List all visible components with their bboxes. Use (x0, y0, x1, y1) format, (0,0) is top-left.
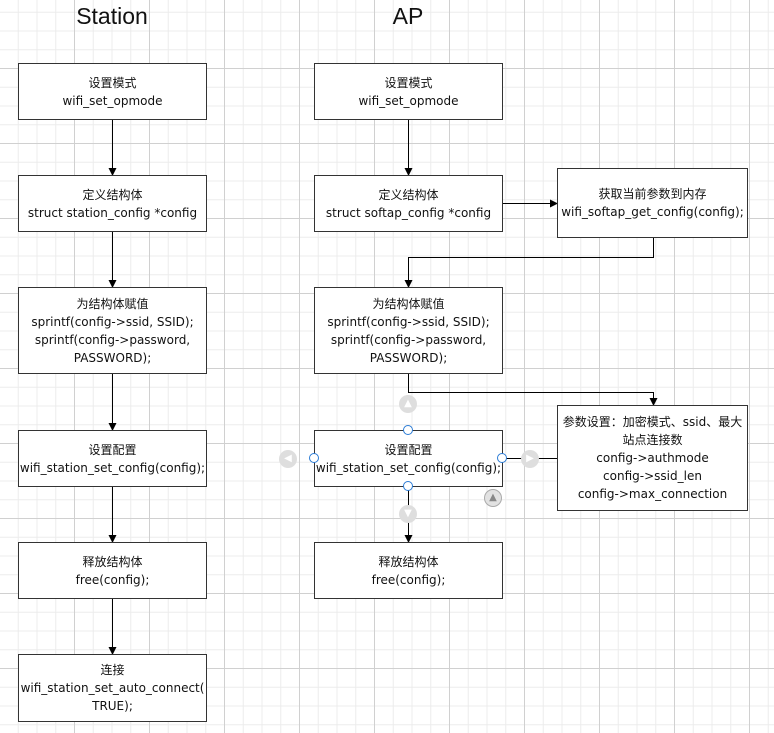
ap-column-title: AP (392, 3, 424, 29)
ap-set-config-line-2: wifi_station_set_config(config); (315, 460, 502, 475)
connection-handle-bottom[interactable] (403, 481, 413, 491)
ap-param-settings-box[interactable]: 参数设置：加密模式、ssid、最大 站点连接数 config->authmode… (557, 405, 748, 511)
station-define-struct-line-2: struct station_config *config (27, 205, 198, 220)
arrow-up-icon[interactable]: ▲ (399, 395, 417, 413)
ap-assign-struct-line-3: sprintf(config->password, (330, 332, 487, 347)
station-set-config-line-1: 设置配置 (88, 442, 137, 457)
station-connect-line-1: 连接 (100, 663, 125, 677)
station-connect-box[interactable]: 连接 wifi_station_set_auto_connect( TRUE); (18, 654, 207, 722)
ap-define-struct-line-1: 定义结构体 (378, 187, 439, 202)
arrow-down-icon[interactable]: ▼ (399, 505, 417, 523)
ap-get-config-line-2: wifi_softap_get_config(config); (561, 205, 744, 219)
ap-param-settings-line-5: config->max_connection (577, 487, 728, 501)
ap-set-mode-box[interactable]: 设置模式 wifi_set_opmode (314, 63, 503, 120)
ap-set-config-box[interactable]: 设置配置 wifi_station_set_config(config); (314, 430, 503, 487)
station-connect-line-3: TRUE); (92, 699, 133, 713)
station-set-mode-line-2: wifi_set_opmode (62, 93, 163, 108)
station-free-struct-line-1: 释放结构体 (82, 554, 143, 569)
ap-param-settings-line-1: 参数设置：加密模式、ssid、最大 (562, 415, 743, 429)
ap-assign-struct-line-4: PASSWORD); (369, 350, 448, 365)
connection-handle-right[interactable] (497, 453, 507, 463)
station-set-config-box[interactable]: 设置配置 wifi_station_set_config(config); (18, 430, 207, 487)
station-define-struct-line-1: 定义结构体 (82, 187, 143, 202)
station-assign-struct-line-1: 为结构体赋值 (76, 296, 149, 311)
ap-define-struct-line-2: struct softap_config *config (325, 205, 492, 220)
station-set-config-line-2: wifi_station_set_config(config); (19, 460, 206, 475)
station-define-struct-box[interactable]: 定义结构体 struct station_config *config (18, 175, 207, 232)
station-assign-struct-line-2: sprintf(config->ssid, SSID); (31, 314, 194, 329)
ap-free-struct-line-1: 释放结构体 (378, 554, 439, 569)
ap-param-settings-line-4: config->ssid_len (603, 469, 702, 483)
arrow-right-icon[interactable]: ▶ (521, 450, 539, 468)
connection-handle-left[interactable] (309, 453, 319, 463)
ap-free-struct-box[interactable]: 释放结构体 free(config); (314, 542, 503, 599)
ap-set-mode-line-2: wifi_set_opmode (358, 93, 459, 108)
ap-assign-struct-line-2: sprintf(config->ssid, SSID); (327, 314, 490, 329)
station-free-struct-line-2: free(config); (75, 572, 150, 587)
ap-set-config-line-1: 设置配置 (384, 442, 433, 457)
arrow-left-icon[interactable]: ◀ (279, 450, 297, 468)
ap-define-struct-box[interactable]: 定义结构体 struct softap_config *config (314, 175, 503, 232)
ap-param-settings-line-3: config->authmode (596, 451, 709, 465)
station-assign-struct-box[interactable]: 为结构体赋值 sprintf(config->ssid, SSID); spri… (18, 287, 207, 374)
ap-param-settings-line-2: 站点连接数 (622, 433, 683, 447)
station-set-mode-line-1: 设置模式 (88, 75, 137, 90)
station-free-struct-box[interactable]: 释放结构体 free(config); (18, 542, 207, 599)
ap-assign-struct-line-1: 为结构体赋值 (372, 296, 445, 311)
ap-get-config-box[interactable]: 获取当前参数到内存 wifi_softap_get_config(config)… (557, 168, 748, 238)
ap-get-config-line-1: 获取当前参数到内存 (598, 187, 707, 201)
ap-set-mode-line-1: 设置模式 (384, 75, 433, 90)
station-column-title: Station (76, 3, 148, 29)
ap-assign-struct-box[interactable]: 为结构体赋值 sprintf(config->ssid, SSID); spri… (314, 287, 503, 374)
station-assign-struct-line-3: sprintf(config->password, (34, 332, 191, 347)
ap-free-struct-line-2: free(config); (371, 572, 446, 587)
arrow-up-icon[interactable]: ▲ (484, 489, 502, 507)
station-set-mode-box[interactable]: 设置模式 wifi_set_opmode (18, 63, 207, 120)
station-assign-struct-line-4: PASSWORD); (73, 350, 152, 365)
connection-handle-top[interactable] (403, 425, 413, 435)
station-connect-line-2: wifi_station_set_auto_connect( (20, 681, 205, 695)
